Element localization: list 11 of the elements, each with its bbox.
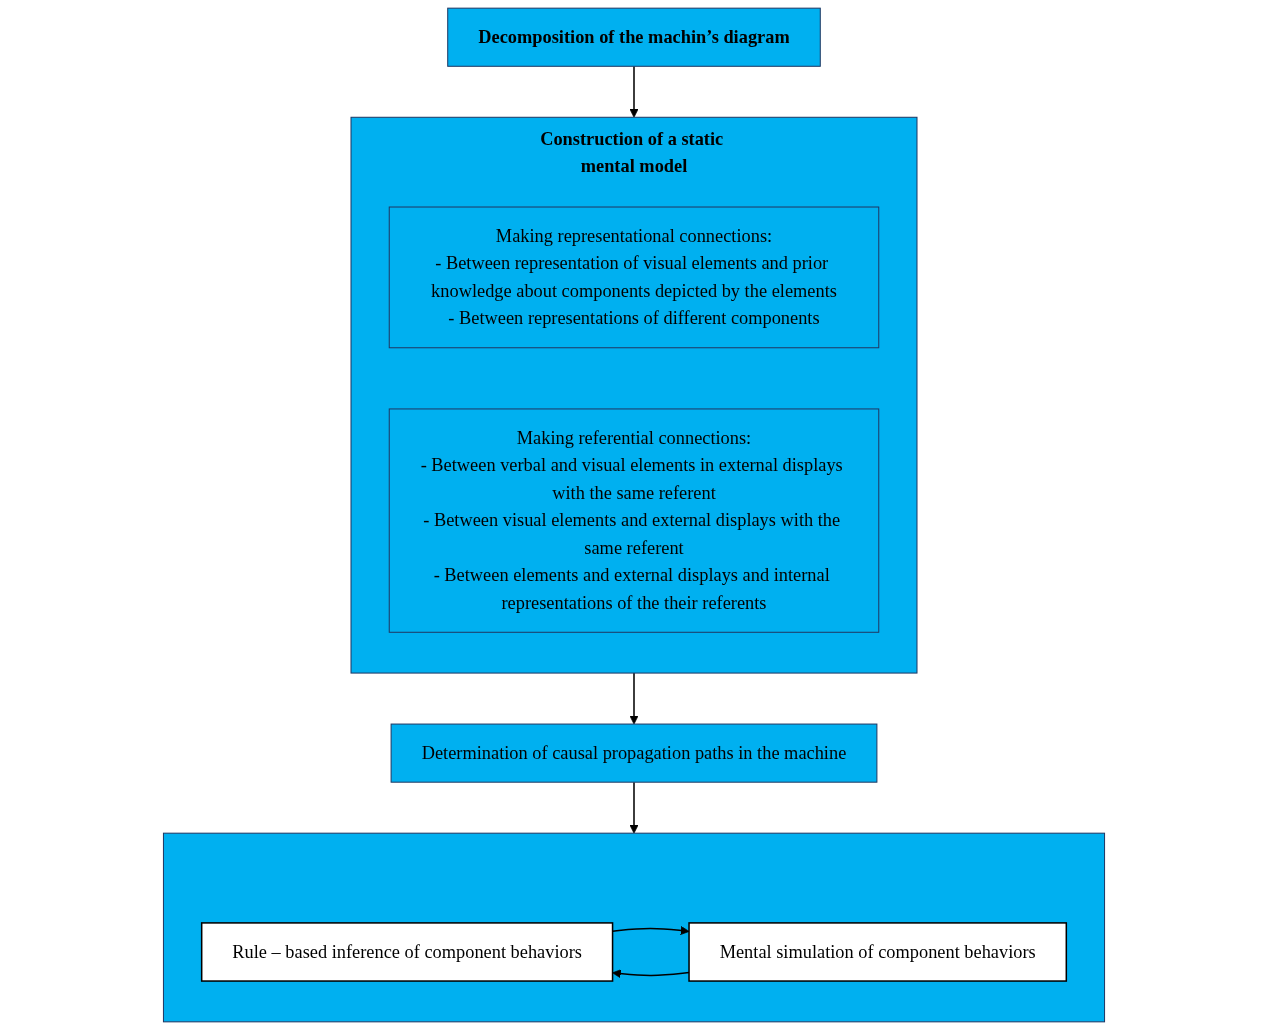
node-box: Decomposition of the machin’s diagram [447,7,821,67]
node-box: Rule – based inference of component behaviors [200,922,614,982]
arrow [629,65,639,118]
node-box: Mental simulation of component behaviors [688,922,1068,982]
node-box: Making representational connections: - Between representation of visual elements and prior knowledge about components depicted by the elements - Between representations of different components [388,206,880,349]
node-box: Making referential connections: - Between verbal and visual elements in external displays with the same referent - Between visual elements and external displays with the same referent - Between elements and external displays and internal representations of the their referents [388,408,880,633]
node-box: Determination of causal propagation paths in the machine [390,723,878,783]
arrow [612,969,690,979]
arrow [629,672,639,725]
cluster [162,832,1106,1023]
arrow [629,781,639,834]
